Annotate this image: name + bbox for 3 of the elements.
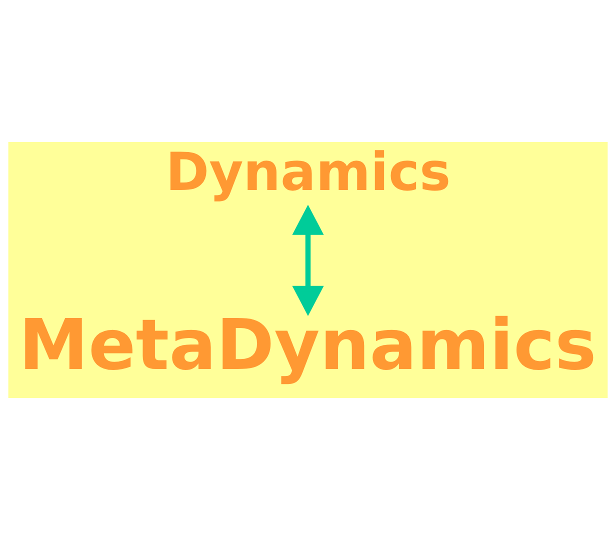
arrow [292,204,324,316]
node-text: Dynamics [166,142,451,204]
node-text: MetaDynamics [18,305,596,386]
